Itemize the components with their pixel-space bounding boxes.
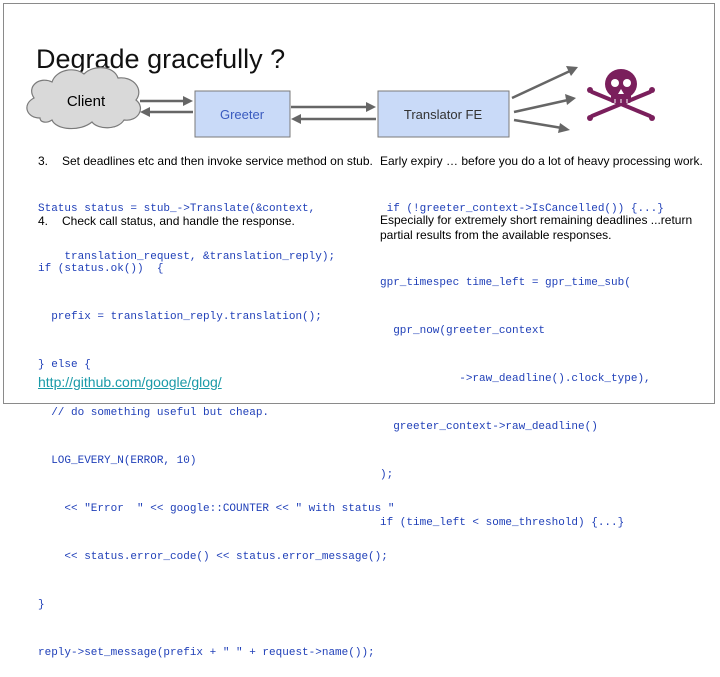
- architecture-diagram: Client Greeter Translator FE: [26, 66, 655, 138]
- step3-number: 3.: [38, 154, 49, 168]
- code-line: } else {: [38, 359, 91, 371]
- code-line: if (status.ok()) {: [38, 263, 164, 275]
- skull-and-crossbones-icon: [587, 69, 655, 121]
- greeter-translator-arrows: [291, 102, 376, 124]
- code-line: if (!greeter_context->IsCancelled()) {..…: [380, 203, 664, 215]
- code-line: LOG_EVERY_N(ERROR, 10): [38, 455, 197, 467]
- code-line: << status.error_code() << status.error_m…: [38, 551, 388, 563]
- short-deadline-code: gpr_timespec time_left = gpr_time_sub( g…: [380, 243, 651, 547]
- fanout-arrows: [511, 66, 578, 133]
- code-line: if (time_left < some_threshold) {...}: [380, 517, 625, 529]
- client-greeter-arrows: [140, 96, 193, 117]
- code-line: << "Error " << google::COUNTER << " with…: [38, 503, 395, 515]
- code-line: reply->set_message(prefix + " " + reques…: [38, 647, 375, 659]
- greeter-label: Greeter: [220, 107, 265, 122]
- code-line: }: [38, 599, 45, 611]
- short-deadline-text-line1: Especially for extremely short remaining…: [380, 213, 693, 227]
- step4-text: Check call status, and handle the respon…: [62, 214, 295, 228]
- step3-text: Set deadlines etc and then invoke servic…: [62, 154, 373, 168]
- step4-code: if (status.ok()) { prefix = translation_…: [38, 229, 394, 677]
- client-label: Client: [67, 93, 106, 110]
- code-line: gpr_timespec time_left = gpr_time_sub(: [380, 277, 631, 289]
- slide: [3, 3, 715, 404]
- greeter-box: Greeter: [194, 90, 291, 138]
- code-line: translation_request, &translation_reply)…: [38, 251, 336, 263]
- code-line: );: [380, 469, 394, 481]
- code-line: // do something useful but cheap.: [38, 407, 270, 419]
- step3-code: Status status = stub_->Translate(&contex…: [38, 169, 335, 281]
- code-line: prefix = translation_reply.translation()…: [38, 311, 322, 323]
- translator-fe-label: Translator FE: [404, 107, 483, 122]
- early-expiry-code: if (!greeter_context->IsCancelled()) {..…: [380, 169, 664, 233]
- client-cloud: Client: [26, 67, 141, 130]
- slide-title: Degrade gracefully ?: [36, 44, 286, 74]
- code-line: ->raw_deadline().clock_type),: [380, 373, 651, 385]
- code-line: gpr_now(greeter_context: [380, 325, 546, 337]
- code-line: Status status = stub_->Translate(&contex…: [38, 203, 316, 215]
- code-line: greeter_context->raw_deadline(): [380, 421, 598, 433]
- glog-link[interactable]: http://github.com/google/glog/: [38, 374, 222, 390]
- early-expiry-text: Early expiry … before you do a lot of he…: [380, 154, 703, 168]
- step4-number: 4.: [38, 214, 49, 228]
- translator-fe-box: Translator FE: [377, 90, 510, 138]
- short-deadline-text-line2: partial results from the available respo…: [380, 228, 612, 242]
